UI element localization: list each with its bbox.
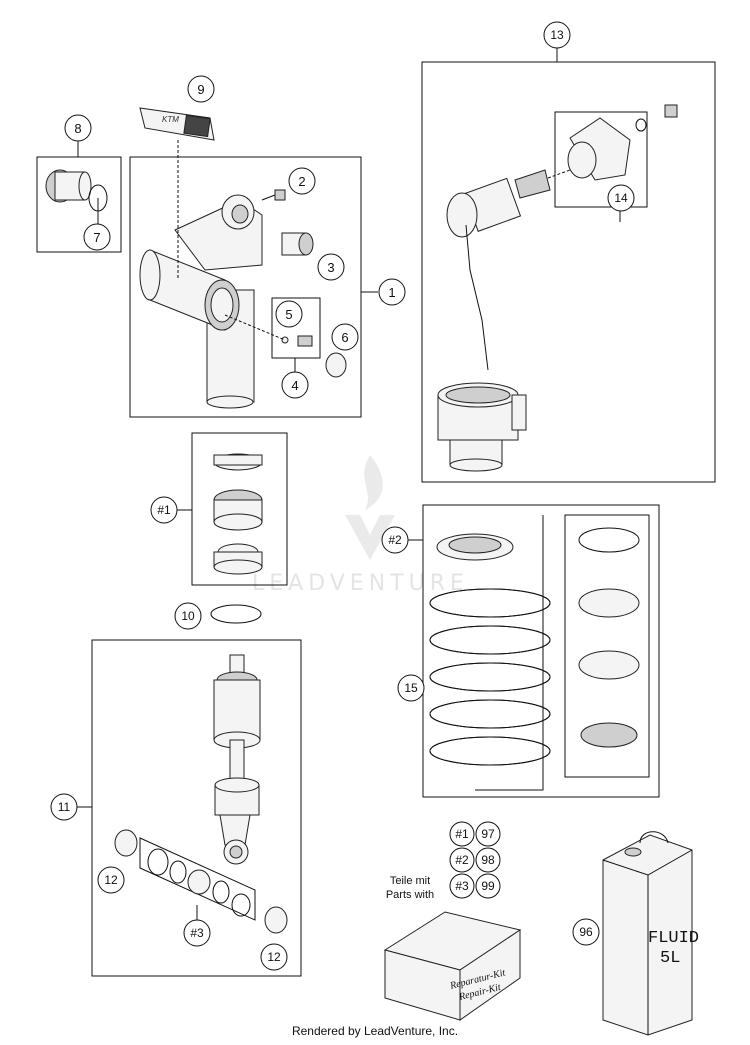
svg-text:4: 4 xyxy=(291,378,298,393)
svg-text:11: 11 xyxy=(58,800,71,814)
svg-text:7: 7 xyxy=(93,230,100,245)
callout-7: 7 xyxy=(83,223,111,251)
group-11-damper-rod xyxy=(77,639,302,977)
callout-15: 15 xyxy=(397,674,425,702)
svg-text:#2: #2 xyxy=(388,533,402,547)
part-2-screw xyxy=(261,189,286,201)
callout-9: 9 xyxy=(187,75,215,103)
svg-text:5: 5 xyxy=(285,307,292,322)
callout-kit-2: #2 xyxy=(381,526,409,554)
callout-8: 8 xyxy=(64,114,92,142)
svg-text:2: 2 xyxy=(298,174,305,189)
svg-text:#2: #2 xyxy=(455,853,469,867)
part-10-circlip xyxy=(210,604,262,624)
callout-10: 10 xyxy=(174,602,202,630)
svg-text:15: 15 xyxy=(404,681,418,695)
kit-legend: Teile mit Parts with #1 97 #2 98 #3 99 xyxy=(386,821,501,901)
svg-text:9: 9 xyxy=(197,82,204,97)
fluid-can-96: FLUID 5L xyxy=(602,831,699,1036)
svg-text:97: 97 xyxy=(481,827,495,841)
callout-3: 3 xyxy=(317,253,345,281)
fluid-can-label-line1: FLUID xyxy=(648,929,699,948)
group-4-valve-parts xyxy=(224,297,347,378)
callout-12-left: 12 xyxy=(97,866,125,894)
svg-text:#1: #1 xyxy=(157,503,171,517)
watermark: LEADVENTURE xyxy=(252,455,469,596)
group-1-shock-body xyxy=(129,140,378,418)
svg-text:#1: #1 xyxy=(455,827,469,841)
callout-14: 14 xyxy=(607,184,635,212)
svg-text:96: 96 xyxy=(579,925,593,939)
svg-text:3: 3 xyxy=(327,260,334,275)
svg-text:#3: #3 xyxy=(455,879,469,893)
kit-legend-row: #2 98 xyxy=(449,847,501,873)
kit-1-group xyxy=(177,432,288,586)
svg-text:10: 10 xyxy=(181,609,195,623)
kit-legend-label-de: Teile mit xyxy=(390,875,430,887)
callout-5: 5 xyxy=(275,300,303,328)
part-3-bushing xyxy=(281,232,314,256)
svg-text:12: 12 xyxy=(267,950,281,964)
fluid-can-label-line2: 5L xyxy=(660,949,680,968)
svg-text:14: 14 xyxy=(614,191,628,205)
svg-text:12: 12 xyxy=(104,873,118,887)
svg-text:13: 13 xyxy=(550,28,564,42)
callout-4: 4 xyxy=(281,371,309,399)
callout-kit-3: #3 xyxy=(183,919,211,947)
callout-1: 1 xyxy=(378,278,406,306)
kit-legend-label-en: Parts with xyxy=(386,889,434,901)
svg-text:98: 98 xyxy=(481,853,495,867)
kit-2-group xyxy=(408,504,660,798)
callout-kit-1: #1 xyxy=(150,496,178,524)
svg-text:KTM: KTM xyxy=(162,115,179,124)
footer-credit: Rendered by LeadVenture, Inc. xyxy=(292,1024,458,1038)
callout-13: 13 xyxy=(543,21,571,49)
svg-text:99: 99 xyxy=(481,879,495,893)
callout-12-right: 12 xyxy=(260,943,288,971)
group-13-preload-adjuster xyxy=(421,47,716,483)
kit-legend-row: #1 97 xyxy=(449,821,501,847)
sticker-9: KTM xyxy=(139,107,215,141)
callout-2: 2 xyxy=(288,167,316,195)
svg-text:1: 1 xyxy=(388,285,395,300)
part-15-spring xyxy=(429,515,551,791)
svg-text:6: 6 xyxy=(341,330,348,345)
repair-kit-box: Reparatur-Kit Repair-Kit xyxy=(383,911,522,1021)
watermark-text: LEADVENTURE xyxy=(252,571,469,596)
callout-11: 11 xyxy=(50,793,78,821)
group-8-valve xyxy=(36,140,122,253)
callout-96: 96 xyxy=(572,918,600,946)
svg-text:8: 8 xyxy=(74,121,81,136)
kit-legend-row: #3 99 xyxy=(449,873,501,899)
svg-text:#3: #3 xyxy=(190,926,204,940)
callout-6: 6 xyxy=(331,323,359,351)
